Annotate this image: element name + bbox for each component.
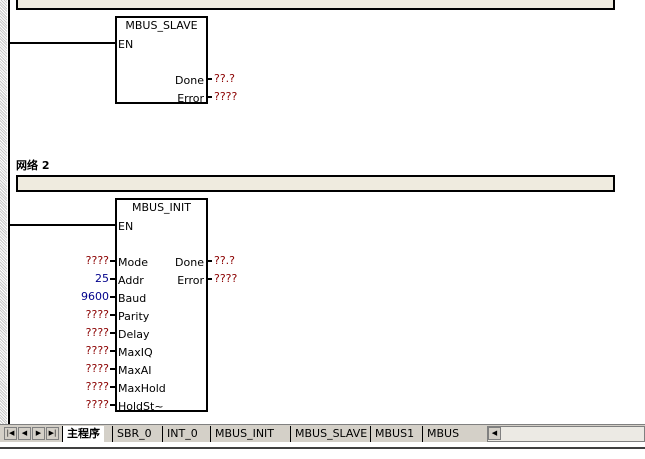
network-label: 网络 2	[16, 159, 50, 172]
tab-2[interactable]: INT_0	[162, 426, 202, 442]
rung-line	[10, 224, 115, 226]
tab-4[interactable]: MBUS_SLAVE	[290, 426, 371, 442]
mbus-slave-block[interactable]: MBUS_SLAVE EN Done Error	[115, 16, 208, 105]
scroll-left-button[interactable]: ◀	[488, 427, 501, 440]
error-value[interactable]: ????	[214, 272, 238, 285]
input-value[interactable]: ????	[85, 254, 109, 267]
input-value[interactable]: 25	[95, 272, 109, 285]
tab-5[interactable]: MBUS1	[370, 426, 418, 442]
block-title: MBUS_INIT	[131, 201, 191, 214]
horizontal-scrollbar[interactable]: ◀	[487, 426, 645, 442]
network1-comment[interactable]	[16, 0, 615, 10]
en-pin: EN	[118, 38, 134, 51]
input-value[interactable]: ????	[85, 326, 109, 339]
done-value[interactable]: ??.?	[214, 254, 236, 267]
error-pin: Error	[177, 274, 204, 287]
tab-3[interactable]: MBUS_INIT	[210, 426, 278, 442]
input-pin-mode: Mode	[118, 256, 148, 269]
input-value[interactable]: ????	[85, 362, 109, 375]
input-pin-holdst: HoldSt~	[118, 400, 164, 413]
en-pin: EN	[118, 220, 134, 233]
left-margin	[0, 0, 7, 424]
done-value[interactable]: ??.?	[214, 72, 236, 85]
input-value[interactable]: ????	[85, 308, 109, 321]
block-title: MBUS_SLAVE	[125, 19, 198, 32]
tab-1[interactable]: SBR_0	[112, 426, 156, 442]
rung-line	[10, 42, 115, 44]
window-frame	[0, 447, 645, 449]
last-tab-button[interactable]: ▶|	[46, 427, 59, 440]
input-value[interactable]: ????	[85, 380, 109, 393]
done-pin: Done	[175, 256, 204, 269]
input-pin-maxai: MaxAI	[118, 364, 152, 377]
first-tab-button[interactable]: |◀	[4, 427, 17, 440]
tab-bar: |◀ ◀ ▶ ▶| 主程序 SBR_0 INT_0 MBUS_INIT MBUS_SLA…	[0, 424, 645, 442]
input-value[interactable]: ????	[85, 398, 109, 411]
input-pin-addr: Addr	[118, 274, 144, 287]
error-pin: Error	[177, 92, 204, 105]
error-value[interactable]: ????	[214, 90, 238, 103]
input-pin-baud: Baud	[118, 292, 147, 305]
power-rail	[8, 0, 10, 424]
tab-0[interactable]: 主程序	[62, 426, 104, 442]
input-value[interactable]: ????	[85, 344, 109, 357]
input-value[interactable]: 9600	[81, 290, 109, 303]
next-tab-button[interactable]: ▶	[32, 427, 45, 440]
input-pin-maxiq: MaxIQ	[118, 346, 153, 359]
tab-6[interactable]: MBUS	[422, 426, 463, 442]
prev-tab-button[interactable]: ◀	[18, 427, 31, 440]
input-pin-parity: Parity	[118, 310, 150, 323]
input-pin-maxhold: MaxHold	[118, 382, 166, 395]
done-pin: Done	[175, 74, 204, 87]
input-pin-delay: Delay	[118, 328, 150, 341]
network2-comment[interactable]	[16, 175, 615, 192]
